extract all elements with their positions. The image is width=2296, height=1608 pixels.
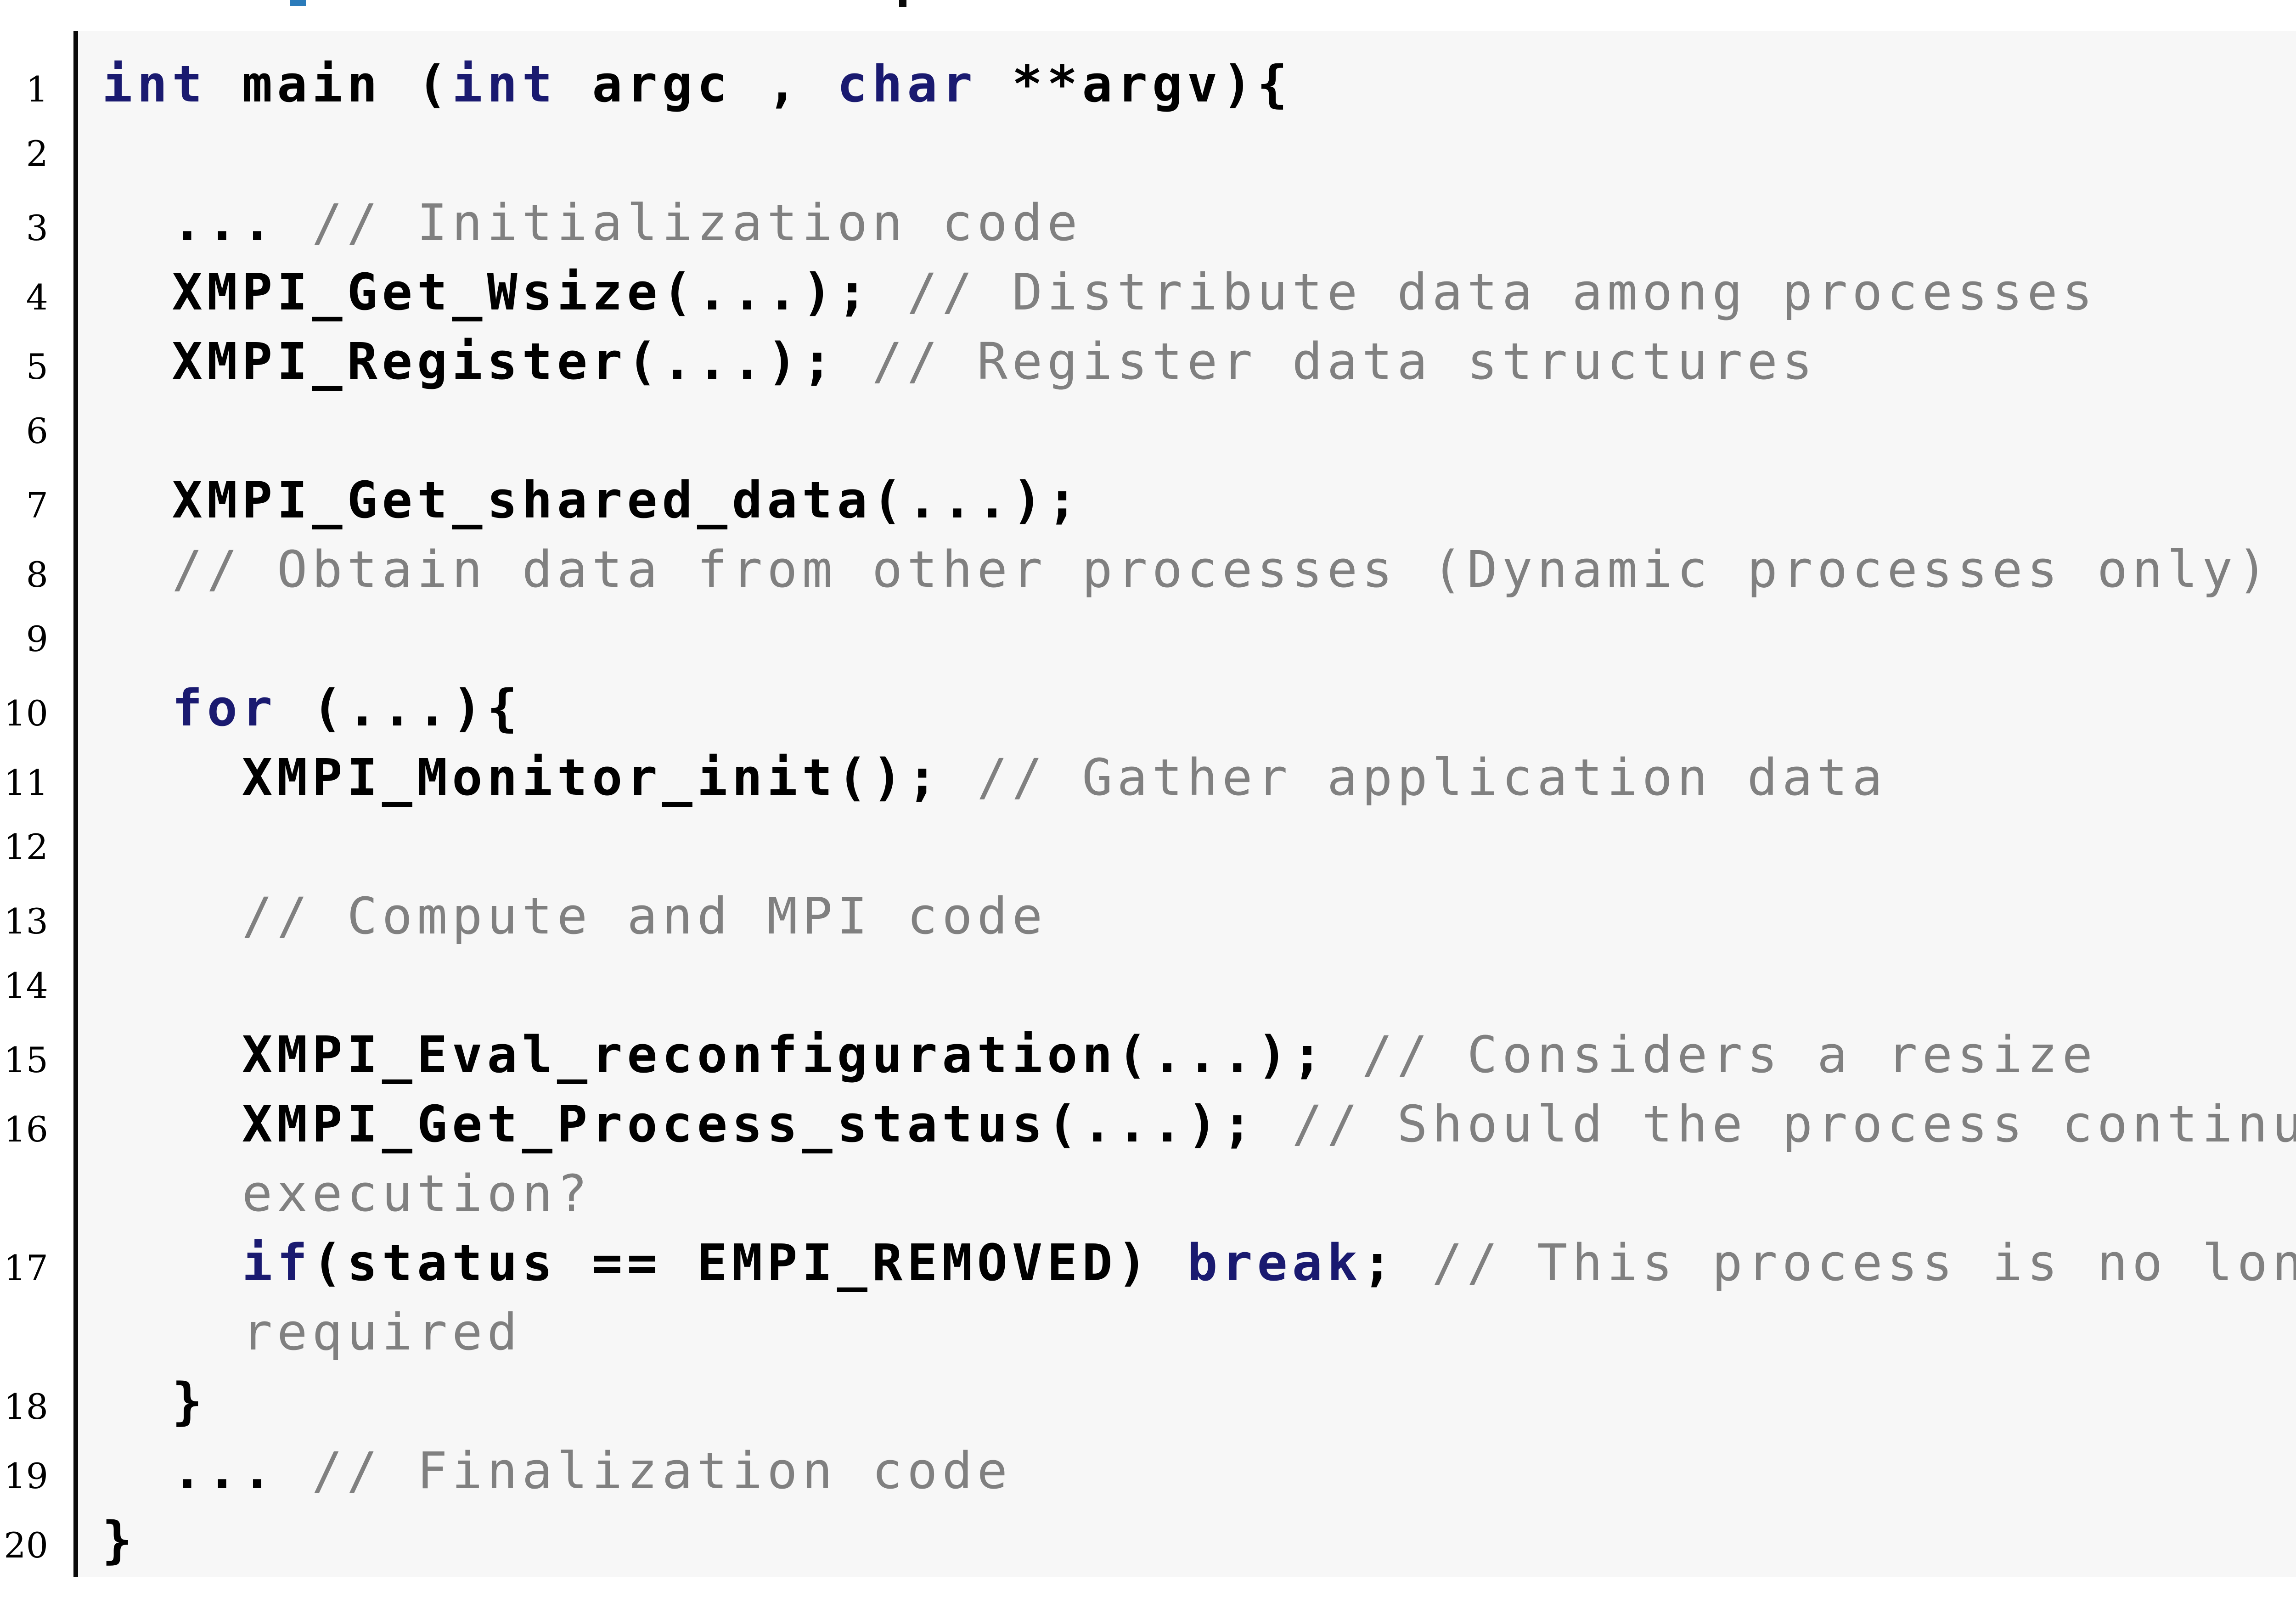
code-token-code <box>102 679 172 737</box>
code-token-kw: for <box>172 679 277 737</box>
code-token-comment: // Initialization code <box>312 193 1082 252</box>
code-token-comment: execution? <box>102 1164 592 1223</box>
line-number: 9 <box>26 618 48 659</box>
code-row: 2 <box>0 119 2296 188</box>
line-number: 17 <box>4 1248 48 1288</box>
code-row: 7 XMPI_Get_shared_data(...); <box>0 466 2296 535</box>
code-line: XMPI_Get_Wsize(...); // Distribute data … <box>73 258 2097 327</box>
line-number: 10 <box>4 693 48 734</box>
code-token-comment: // Compute and MPI code <box>102 887 1047 945</box>
code-line: XMPI_Eval_reconfiguration(...); // Consi… <box>73 1020 2097 1090</box>
line-number: 4 <box>26 277 48 318</box>
code-token-code: XMPI_Get_Process_status(...); <box>102 1095 1292 1153</box>
code-line: if(status == EMPI_REMOVED) break; // Thi… <box>73 1228 2296 1298</box>
code-token-code: (status == EMPI_REMOVED) <box>312 1233 1187 1292</box>
code-token-comment: // Considers a resize <box>1362 1025 2097 1084</box>
code-row: 17 if(status == EMPI_REMOVED) break; // … <box>0 1228 2296 1298</box>
code-line: XMPI_Get_Process_status(...); // Should … <box>73 1090 2296 1159</box>
code-token-kw: if <box>242 1233 312 1292</box>
code-row: 18 } <box>0 1367 2296 1436</box>
cropped-caption-fragment <box>290 0 306 6</box>
line-number: 12 <box>4 826 48 867</box>
line-number: 1 <box>26 69 48 110</box>
code-row: 14 <box>0 951 2296 1020</box>
line-number: 16 <box>4 1109 48 1150</box>
code-line: required <box>73 1298 522 1367</box>
code-line: XMPI_Register(...); // Register data str… <box>73 327 1817 396</box>
code-line: int main (int argc , char **argv){ <box>73 50 1292 119</box>
code-row: 3 ... // Initialization code <box>0 188 2296 258</box>
code-token-kw: int <box>102 55 207 113</box>
line-number: 6 <box>26 410 48 451</box>
code-row: 10 for (...){ <box>0 674 2296 743</box>
line-number: 8 <box>26 554 48 595</box>
code-line: } <box>73 1506 137 1575</box>
code-row: 8 // Obtain data from other processes (D… <box>0 535 2296 604</box>
code-token-code: **argv){ <box>977 55 1292 113</box>
code-row: 12 <box>0 812 2296 882</box>
cropped-caption-fragment <box>899 0 906 7</box>
code-token-code: XMPI_Eval_reconfiguration(...); <box>102 1025 1362 1084</box>
code-token-code: XMPI_Get_Wsize(...); <box>102 263 907 321</box>
code-token-code: argc , <box>557 55 837 113</box>
code-row-wrapped: execution? <box>0 1159 2296 1228</box>
code-line: XMPI_Monitor_init(); // Gather applicati… <box>73 743 1887 812</box>
line-number: 3 <box>26 208 48 248</box>
code-row: 20} <box>0 1506 2296 1575</box>
code-row-wrapped: required <box>0 1298 2296 1367</box>
code-listing: 1 int main (int argc , char **argv){ 2 3 ..… <box>0 50 2296 1575</box>
code-token-code: ... <box>102 1441 312 1500</box>
code-line: // Obtain data from other processes (Dyn… <box>73 535 2272 604</box>
line-number: 19 <box>4 1456 48 1496</box>
line-number: 20 <box>4 1525 48 1566</box>
code-row: 19 ... // Finalization code <box>0 1436 2296 1506</box>
code-line: for (...){ <box>73 674 522 743</box>
line-number: 15 <box>4 1040 48 1080</box>
code-token-comment: // Finalization code <box>312 1441 1012 1500</box>
line-number: 14 <box>4 965 48 1006</box>
code-line: execution? <box>73 1159 592 1228</box>
code-row: 9 <box>0 604 2296 674</box>
code-line: XMPI_Get_shared_data(...); <box>73 466 1082 535</box>
line-number: 11 <box>4 762 48 803</box>
line-number: 2 <box>26 133 48 174</box>
code-token-kw: char <box>837 55 977 113</box>
code-row: 11 XMPI_Monitor_init(); // Gather applic… <box>0 743 2296 812</box>
code-row: 1 int main (int argc , char **argv){ <box>0 50 2296 119</box>
code-token-comment: // This process is no longer <box>1432 1233 2296 1292</box>
code-token-kw: break <box>1187 1233 1362 1292</box>
code-token-code: } <box>102 1511 137 1569</box>
code-token-comment: required <box>102 1303 522 1361</box>
line-number: 18 <box>4 1386 48 1427</box>
code-token-code: XMPI_Get_shared_data(...); <box>102 471 1082 529</box>
code-row: 4 XMPI_Get_Wsize(...); // Distribute dat… <box>0 258 2296 327</box>
line-number: 13 <box>4 901 48 942</box>
code-row: 16 XMPI_Get_Process_status(...); // Shou… <box>0 1090 2296 1159</box>
code-token-comment: // Distribute data among processes <box>907 263 2097 321</box>
code-line: // Compute and MPI code <box>73 882 1047 951</box>
code-token-code <box>102 1233 242 1292</box>
code-token-code: XMPI_Register(...); <box>102 332 872 391</box>
code-row: 13 // Compute and MPI code <box>0 882 2296 951</box>
code-token-code: main ( <box>207 55 452 113</box>
code-row: 5 XMPI_Register(...); // Register data s… <box>0 327 2296 396</box>
code-token-comment: // Obtain data from other processes (Dyn… <box>102 540 2272 599</box>
code-token-comment: // Gather application data <box>977 748 1887 807</box>
code-token-code: XMPI_Monitor_init(); <box>102 748 977 807</box>
line-number: 7 <box>26 485 48 526</box>
code-token-code: ... <box>102 193 312 252</box>
code-row: 6 <box>0 396 2296 466</box>
code-token-code: } <box>102 1372 207 1431</box>
code-line: ... // Finalization code <box>73 1436 1012 1506</box>
code-token-kw: int <box>452 55 557 113</box>
code-row: 15 XMPI_Eval_reconfiguration(...); // Co… <box>0 1020 2296 1090</box>
code-line: ... // Initialization code <box>73 188 1082 258</box>
code-listing-panel <box>73 31 2296 1577</box>
line-number: 5 <box>26 346 48 387</box>
code-line: } <box>73 1367 207 1436</box>
code-token-comment: // Register data structures <box>872 332 1818 391</box>
code-token-code: (...){ <box>277 679 522 737</box>
code-token-comment: // Should the process continue <box>1292 1095 2296 1153</box>
code-token-code: ; <box>1362 1233 1432 1292</box>
